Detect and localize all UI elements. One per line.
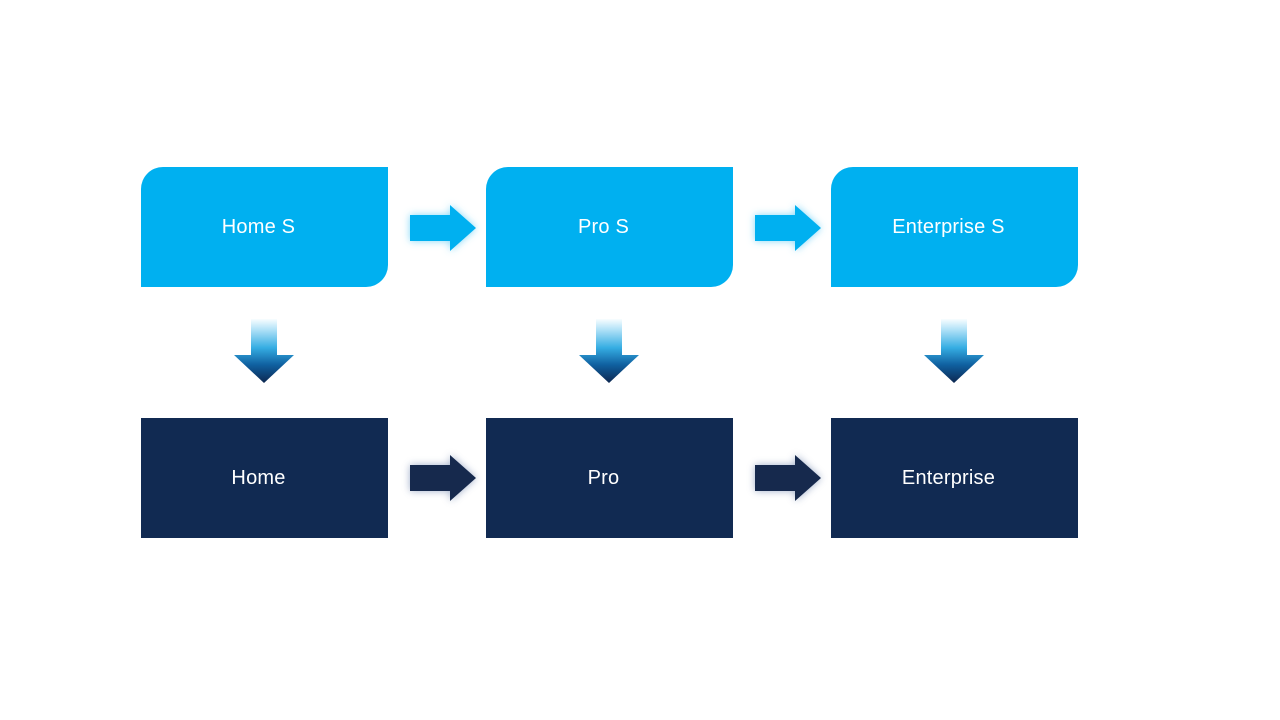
box-label: Pro S [577,215,630,238]
box-pro: Pro [486,418,733,538]
box-label: Pro [587,466,620,489]
right-arrow-icon [410,455,476,501]
box-pro-s: Pro S [486,167,733,287]
box-home-s: Home S [141,167,388,287]
box-label: Enterprise S [892,215,1005,238]
down-arrow-icon [234,319,294,383]
box-enterprise-s: Enterprise S [831,167,1078,287]
right-arrow-icon [410,205,476,251]
down-arrow-icon [579,319,639,383]
box-label: Home S [221,215,296,238]
box-home: Home [141,418,388,538]
box-enterprise: Enterprise [831,418,1078,538]
box-label: Home [231,466,286,489]
down-arrow-icon [924,319,984,383]
right-arrow-icon [755,205,821,251]
box-label: Enterprise [901,466,996,489]
right-arrow-icon [755,455,821,501]
